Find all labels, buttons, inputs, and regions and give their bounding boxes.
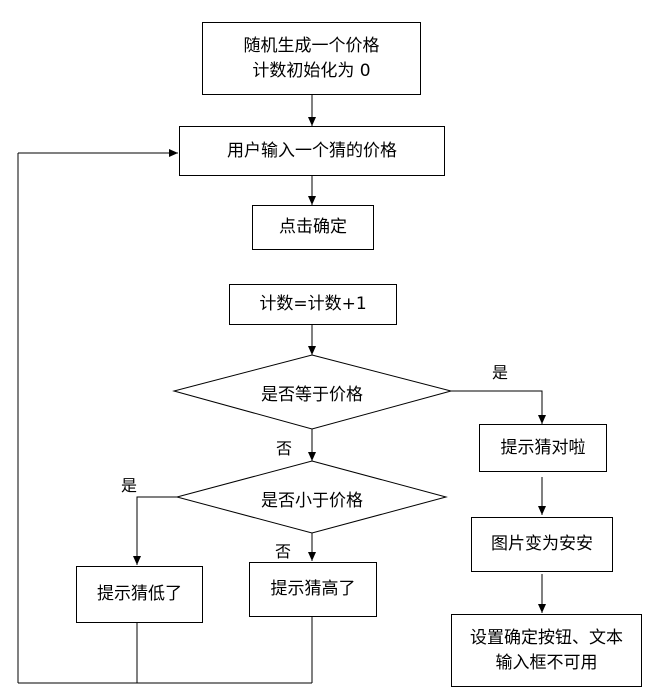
edge-equal-yes (451, 390, 546, 424)
low-box: 提示猜低了 (76, 566, 203, 623)
equal-check-label: 是否等于价格 (261, 385, 363, 405)
equal-check-diamond (172, 354, 453, 430)
disable-box: 设置确定按钮、文本 输入框不可用 (451, 614, 642, 687)
high-box: 提示猜高了 (249, 562, 377, 617)
edge-less-yes (133, 496, 177, 565)
less-check-diamond (175, 460, 448, 534)
equal-yes-label: 是 (492, 363, 509, 382)
init-line-1: 随机生成一个价格 (243, 35, 380, 56)
disable-line-1: 设置确定按钮、文本 (470, 627, 623, 648)
click-ok-label: 点击确定 (279, 217, 347, 238)
low-label: 提示猜低了 (97, 584, 182, 605)
equal-no-label: 否 (276, 439, 293, 458)
count-increment-label: 计数=计数+1 (259, 294, 367, 315)
image-change-label: 图片变为安安 (491, 534, 593, 555)
disable-line-2: 输入框不可用 (495, 652, 598, 673)
init-box: 随机生成一个价格 计数初始化为 0 (202, 22, 421, 95)
less-check-label: 是否小于价格 (261, 491, 363, 511)
click-ok-box: 点击确定 (252, 205, 374, 250)
correct-box: 提示猜对啦 (479, 424, 607, 472)
count-increment-box: 计数=计数+1 (229, 284, 397, 325)
less-yes-label: 是 (121, 476, 138, 495)
input-label: 用户输入一个猜的价格 (227, 140, 397, 161)
correct-label: 提示猜对啦 (500, 437, 586, 458)
image-change-box: 图片变为安安 (471, 517, 613, 572)
input-box: 用户输入一个猜的价格 (179, 126, 445, 176)
init-line-2: 计数初始化为 0 (252, 60, 371, 81)
high-label: 提示猜高了 (270, 579, 356, 600)
less-no-label: 否 (275, 542, 292, 561)
